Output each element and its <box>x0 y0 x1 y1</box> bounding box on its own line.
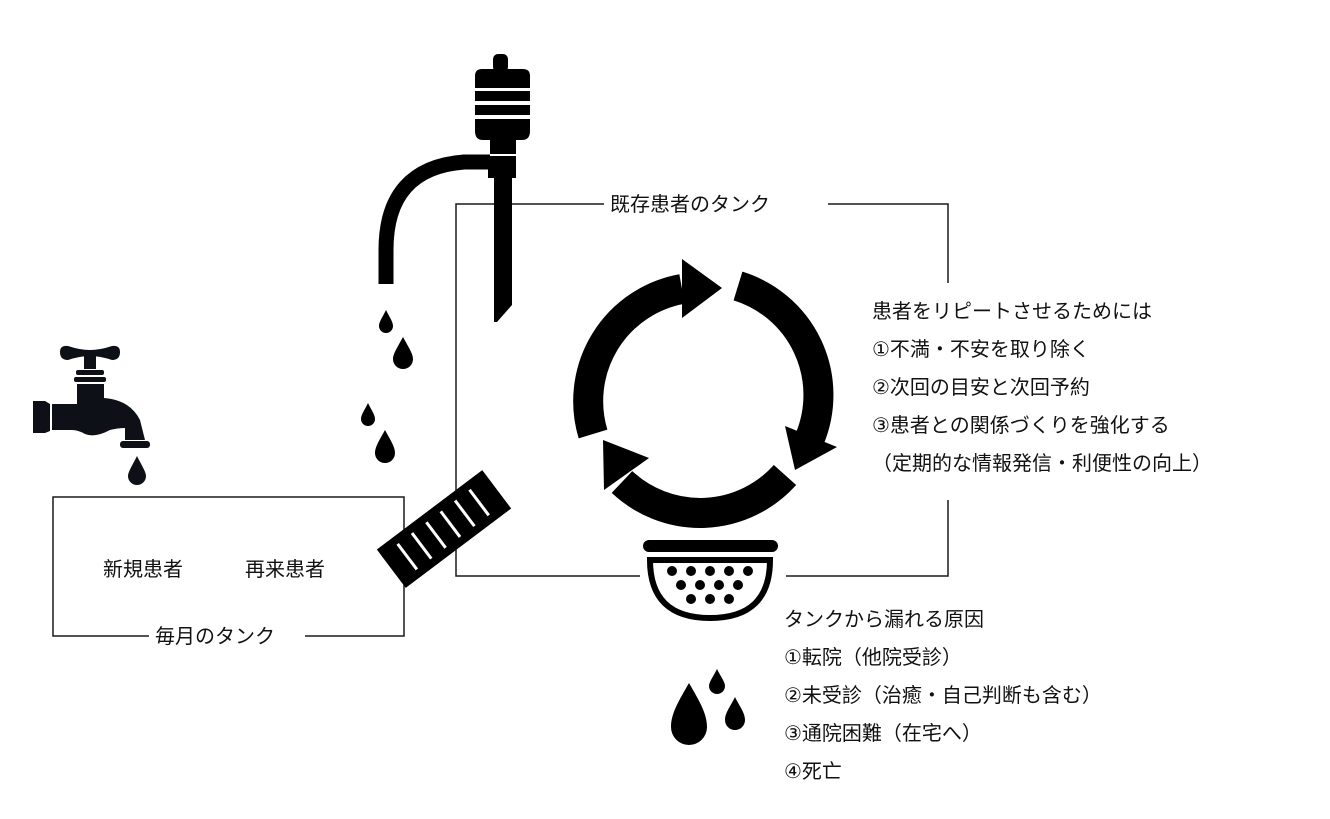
repeat-item: ③患者との関係づくりを強化する <box>872 413 1170 437</box>
leak-item: ③通院困難（在宅へ） <box>784 721 982 745</box>
new-patients-label: 新規患者 <box>103 557 183 581</box>
repeat-strategies-list: 患者をリピートさせるためには ①不満・不安を取り除く ②次回の目安と次回予約 ③… <box>872 292 1212 482</box>
strainer-icon <box>643 540 778 622</box>
monthly-tank-box <box>52 496 405 637</box>
leak-item: ①転院（他院受診） <box>784 645 962 669</box>
returning-patients-label: 再来患者 <box>245 557 325 581</box>
recycle-arrows-icon <box>573 271 834 528</box>
leak-causes-list: タンクから漏れる原因 ①転院（他院受診） ②未受診（治癒・自己判断も含む） ③通… <box>784 600 1102 790</box>
repeat-item: （定期的な情報発信・利便性の向上） <box>872 451 1212 475</box>
leak-heading: タンクから漏れる原因 <box>784 607 984 631</box>
repeat-heading: 患者をリピートさせるためには <box>872 299 1152 323</box>
water-drop-icon <box>128 456 146 485</box>
recycle-arrowheads <box>603 259 837 490</box>
leak-item: ④死亡 <box>784 759 842 783</box>
repeat-item: ①不満・不安を取り除く <box>872 337 1090 361</box>
leaking-drops-icon <box>671 669 745 745</box>
leak-item: ②未受診（治癒・自己判断も含む） <box>784 683 1102 707</box>
faucet-icon <box>33 345 150 448</box>
falling-drops-icon <box>361 310 413 463</box>
existing-tank-box <box>455 203 949 577</box>
existing-tank-title: 既存患者のタンク <box>604 192 776 216</box>
repeat-item: ②次回の目安と次回予約 <box>872 375 1090 399</box>
monthly-tank-title: 毎月のタンク <box>149 624 281 648</box>
hand-pump-icon <box>378 54 530 322</box>
pipe-icon <box>376 470 512 588</box>
